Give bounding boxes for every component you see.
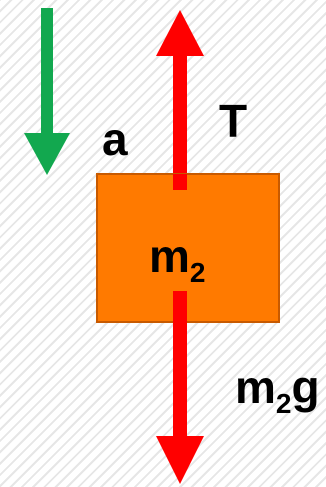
- mass-label-m: m: [149, 230, 190, 282]
- acceleration-arrow-head: [24, 133, 70, 175]
- weight-label-subscript: 2: [276, 388, 292, 419]
- tension-arrow: [156, 10, 204, 190]
- acceleration-arrow: [24, 8, 70, 175]
- acceleration-arrow-shaft: [41, 8, 53, 143]
- weight-label-m: m: [235, 361, 276, 413]
- tension-arrow-shaft: [173, 54, 187, 190]
- tension-label: T: [219, 95, 247, 147]
- mass-block: [96, 173, 280, 323]
- tension-arrow-head: [156, 10, 204, 56]
- tension-arrow-base: [173, 174, 187, 190]
- weight-label-g: g: [291, 361, 319, 413]
- weight-arrow: [156, 291, 204, 484]
- weight-label: m2g: [235, 361, 320, 419]
- weight-arrow-shaft: [173, 291, 187, 441]
- mass-label: m2: [149, 230, 205, 288]
- weight-arrow-head: [156, 436, 204, 484]
- acceleration-label: a: [102, 113, 128, 165]
- mass-label-subscript: 2: [190, 257, 206, 288]
